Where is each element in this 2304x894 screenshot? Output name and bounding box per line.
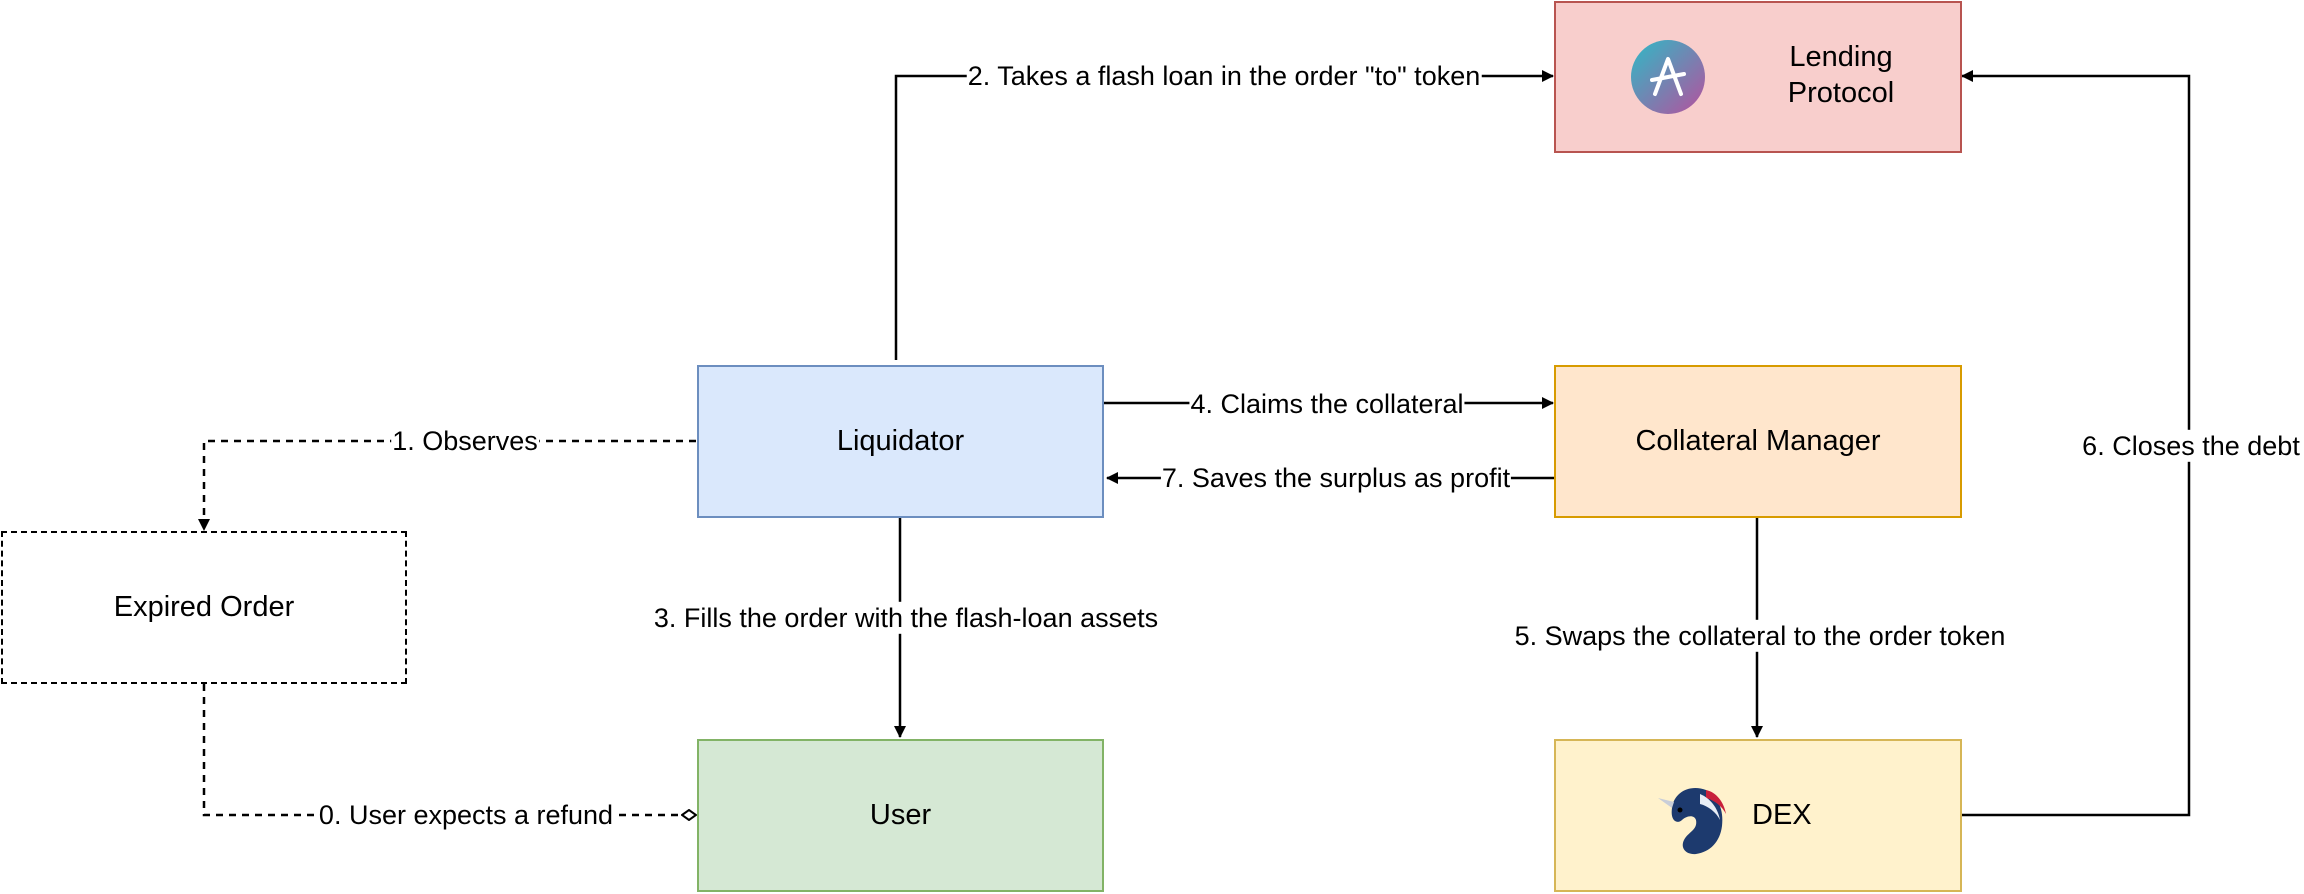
edge-label-user-expects-refund: 0. User expects a refund xyxy=(317,798,615,832)
dex-label: DEX xyxy=(1752,799,1812,831)
edge-label-observes: 1. Observes xyxy=(391,424,539,458)
edge-label-saves-surplus: 7. Saves the surplus as profit xyxy=(1160,461,1512,495)
edge-label-fills-order: 3. Fills the order with the flash-loan a… xyxy=(652,601,1160,635)
collateral-manager-box[interactable]: Collateral Manager xyxy=(1554,365,1962,518)
aave-logo-icon xyxy=(1631,40,1705,114)
edge-observes xyxy=(198,439,696,531)
lending-protocol-label-line1: Lending xyxy=(1789,41,1893,73)
expired-order-label: Expired Order xyxy=(113,591,295,624)
user-box[interactable]: User xyxy=(697,739,1104,892)
edge-label-claims-collateral: 4. Claims the collateral xyxy=(1189,387,1465,421)
collateral-manager-label: Collateral Manager xyxy=(1635,425,1881,458)
edge-takes-flash-loan xyxy=(894,70,1554,360)
expired-order-box[interactable]: Expired Order xyxy=(1,531,407,684)
liquidator-label: Liquidator xyxy=(836,425,965,458)
lending-protocol-label-line2: Protocol xyxy=(1787,77,1895,110)
lending-protocol-box[interactable]: Lending Protocol xyxy=(1554,1,1962,153)
edge-label-swaps-collateral: 5. Swaps the collateral to the order tok… xyxy=(1513,619,2007,653)
edge-label-takes-flash-loan: 2. Takes a flash loan in the order "to" … xyxy=(966,59,1482,93)
lending-protocol-label: Lending Protocol xyxy=(1726,39,1956,112)
dex-box[interactable]: DEX xyxy=(1554,739,1962,892)
liquidator-box[interactable]: Liquidator xyxy=(697,365,1104,518)
unicorn-logo-icon xyxy=(1658,788,1726,855)
user-label: User xyxy=(869,799,932,832)
edge-user-expects-refund xyxy=(202,684,696,815)
edge-label-closes-debt: 6. Closes the debt xyxy=(2081,429,2301,463)
